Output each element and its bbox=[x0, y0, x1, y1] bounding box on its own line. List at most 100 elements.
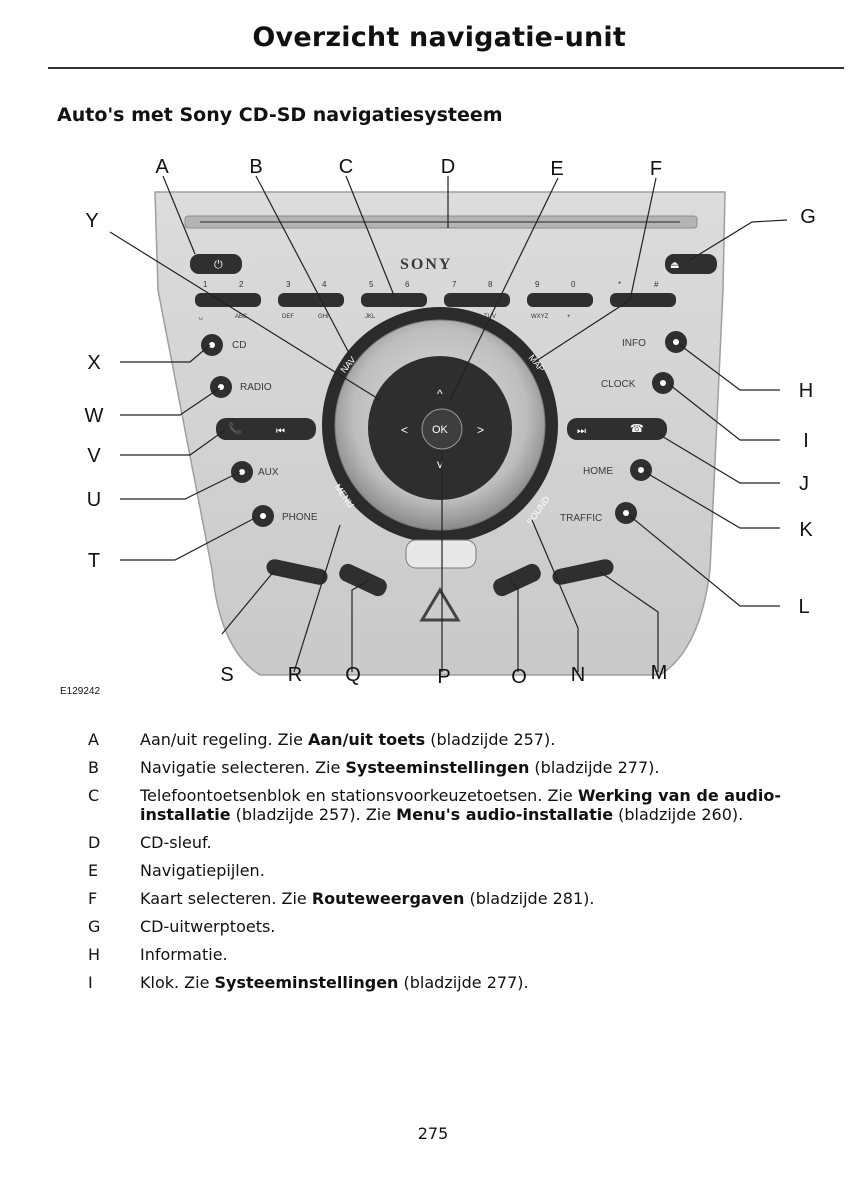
legend-letter: I bbox=[88, 973, 93, 992]
callout-p: P bbox=[437, 666, 451, 688]
svg-text:⏏: ⏏ bbox=[670, 260, 679, 271]
svg-text:☎: ☎ bbox=[630, 423, 644, 435]
description-text: Informatie. bbox=[140, 945, 228, 964]
legend-letter: D bbox=[88, 833, 101, 852]
callout-m: M bbox=[650, 662, 668, 684]
legend-letter: E bbox=[88, 861, 99, 880]
radio-label: RADIO bbox=[240, 382, 272, 393]
description-text: Kaart selecteren. Zie bbox=[140, 889, 312, 908]
key-letters: ␣ bbox=[199, 314, 203, 320]
key-letters: ABC bbox=[235, 314, 248, 320]
cross-reference: Aan/uit toets bbox=[308, 730, 426, 749]
cross-reference: Menu's audio-installatie bbox=[396, 805, 614, 824]
description-text: (bladzijde 257). bbox=[425, 730, 556, 749]
clock-label: CLOCK bbox=[601, 379, 636, 390]
key-number: 9 bbox=[535, 280, 540, 289]
callout-u: U bbox=[86, 489, 102, 511]
legend-item: B Navigatie selecteren. Zie Systeeminstel… bbox=[86, 758, 831, 777]
cd-label: CD bbox=[232, 340, 246, 351]
svg-text:⏮: ⏮ bbox=[276, 426, 285, 437]
legend-letter: H bbox=[88, 945, 101, 964]
callout-b: B bbox=[249, 156, 263, 178]
callout-h: H bbox=[798, 380, 814, 402]
key-number: 7 bbox=[452, 280, 457, 289]
preset-key-5[interactable] bbox=[527, 293, 593, 307]
callout-e: E bbox=[550, 158, 564, 180]
hazard-button bbox=[419, 587, 461, 622]
cross-reference: Routeweergaven bbox=[311, 889, 465, 908]
preset-key-1[interactable] bbox=[195, 293, 261, 307]
power-button bbox=[190, 254, 242, 274]
description-text: (bladzijde 260). bbox=[613, 805, 744, 824]
callout-x: X bbox=[87, 352, 101, 374]
section-heading: Auto's met Sony CD-SD navigatiesysteem bbox=[57, 104, 503, 126]
legend-description: Klok. Zie Systeeminstellingen (bladzijde… bbox=[140, 973, 831, 992]
next-hangup-button bbox=[567, 418, 667, 440]
preset-key-2[interactable] bbox=[278, 293, 344, 307]
svg-text:v: v bbox=[437, 457, 443, 471]
description-text: (bladzijde 277). bbox=[529, 758, 660, 777]
description-text: Navigatiepijlen. bbox=[140, 861, 265, 880]
preset-key-3[interactable] bbox=[361, 293, 427, 307]
svg-text:📞: 📞 bbox=[228, 421, 242, 435]
key-number: 0 bbox=[571, 280, 576, 289]
preset-left-button bbox=[266, 559, 328, 585]
brand-logo: SONY bbox=[400, 256, 452, 273]
figure-id: E129242 bbox=[60, 686, 101, 697]
legend-item: A Aan/uit regeling. Zie Aan/uit toets (bl… bbox=[86, 730, 831, 749]
page-number: 275 bbox=[417, 1124, 449, 1143]
title-rule bbox=[48, 67, 844, 69]
aux-label: AUX bbox=[258, 467, 279, 478]
description-text: Aan/uit regeling. Zie bbox=[140, 730, 308, 749]
key-letters: + bbox=[567, 314, 571, 320]
key-letters: GHI bbox=[318, 314, 329, 320]
skip-left-button bbox=[339, 563, 387, 597]
description-text: Telefoontoetsenblok en stationsvoorkeuze… bbox=[140, 786, 578, 805]
navigation-unit-figure: ⏻ ⏏ SONY 1␣2ABC3DEF4GHI5JKL6MNO7PQRS8TUV… bbox=[40, 150, 840, 700]
preset-key-4[interactable] bbox=[444, 293, 510, 307]
callout-c: C bbox=[338, 156, 354, 178]
key-number: * bbox=[618, 280, 621, 289]
cross-reference: Systeeminstellingen bbox=[345, 758, 530, 777]
preset-right-button bbox=[552, 559, 614, 585]
navigation-unit-illustration: ⏻ ⏏ SONY 1␣2ABC3DEF4GHI5JKL6MNO7PQRS8TUV… bbox=[109, 175, 788, 676]
legend-letter: F bbox=[88, 889, 98, 908]
description-text: (bladzijde 257). Zie bbox=[230, 805, 397, 824]
legend-description: Navigatiepijlen. bbox=[140, 861, 831, 880]
legend-letter: B bbox=[88, 758, 99, 777]
cross-reference: Werking van de audio-installatie bbox=[140, 786, 781, 824]
legend-item: E Navigatiepijlen. bbox=[86, 861, 831, 880]
callout-y: Y bbox=[85, 210, 99, 232]
home-label: HOME bbox=[583, 466, 613, 477]
legend-description: Telefoontoetsenblok en stationsvoorkeuze… bbox=[140, 786, 831, 824]
key-number: 3 bbox=[286, 280, 291, 289]
callout-v: V bbox=[87, 445, 101, 467]
legend-item: I Klok. Zie Systeeminstellingen (bladzijd… bbox=[86, 973, 831, 992]
description-text: Klok. Zie bbox=[140, 973, 215, 992]
phone-label: PHONE bbox=[282, 512, 318, 523]
key-number: 6 bbox=[405, 280, 410, 289]
key-letters: WXYZ bbox=[531, 314, 549, 320]
callout-f: F bbox=[649, 158, 663, 180]
keypad: 1␣2ABC3DEF4GHI5JKL6MNO7PQRS8TUV9WXYZ0+*# bbox=[195, 280, 676, 320]
preset-key-6[interactable] bbox=[610, 293, 676, 307]
callout-o: O bbox=[511, 666, 527, 688]
legend-letter: C bbox=[88, 786, 100, 805]
description-text: (bladzijde 281). bbox=[464, 889, 595, 908]
key-number: # bbox=[654, 280, 659, 289]
callout-a: A bbox=[155, 156, 169, 178]
key-number: 2 bbox=[239, 280, 244, 289]
ok-label: OK bbox=[432, 424, 449, 436]
callout-k: K bbox=[799, 519, 813, 541]
key-number: 1 bbox=[203, 280, 208, 289]
legend-list: A Aan/uit regeling. Zie Aan/uit toets (bl… bbox=[86, 730, 831, 1001]
callout-r: R bbox=[287, 664, 303, 686]
legend-letter: G bbox=[88, 917, 101, 936]
legend-letter: A bbox=[88, 730, 99, 749]
legend-description: Informatie. bbox=[140, 945, 831, 964]
legend-description: Navigatie selecteren. Zie Systeeminstell… bbox=[140, 758, 831, 777]
key-letters: JKL bbox=[365, 314, 376, 320]
callout-i: I bbox=[803, 430, 809, 452]
legend-description: Aan/uit regeling. Zie Aan/uit toets (bla… bbox=[140, 730, 831, 749]
